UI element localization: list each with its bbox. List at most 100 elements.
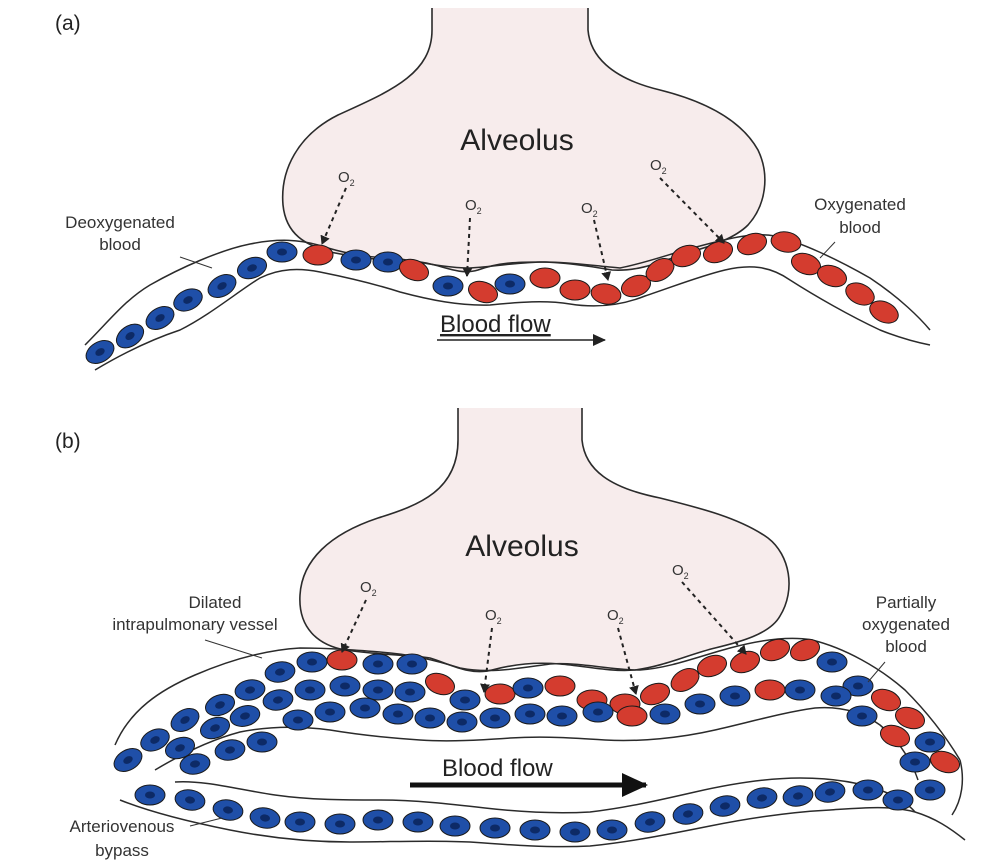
deoxygenated-blue-cell	[142, 302, 178, 334]
deoxygenated-blue-cell	[325, 814, 355, 834]
oxygenated-red-cell	[589, 282, 622, 307]
panel-a-label: (a)	[55, 12, 81, 35]
deoxygenated-blue-cell	[671, 802, 704, 827]
alveolus-b-label: Alveolus	[465, 530, 578, 563]
leader-line	[205, 640, 262, 658]
deoxygenated-blue-cell	[247, 732, 277, 752]
oxygenated-red-cell	[485, 684, 515, 704]
deoxygenated-blue-cell	[495, 274, 525, 294]
deoxygenated-blue-cell	[315, 702, 345, 722]
oxygenated-red-cell	[694, 651, 729, 680]
deoxygenated-blue-cell	[520, 820, 550, 840]
deoxygenated-blue-cell	[285, 812, 315, 832]
annotation-oxygenated-line2: blood	[839, 218, 881, 237]
deoxygenated-blue-cell	[821, 686, 851, 706]
deoxygenated-blue-cell	[350, 698, 380, 718]
deoxygenated-blue-cell	[583, 702, 613, 722]
deoxygenated-blue-cell	[785, 680, 815, 700]
deoxygenated-blue-cell	[197, 713, 232, 742]
alveolus-a-label: Alveolus	[460, 124, 573, 157]
deoxygenated-blue-cell	[233, 678, 266, 703]
deoxygenated-blue-cell	[341, 250, 371, 270]
deoxygenated-blue-cell	[513, 678, 543, 698]
oxygenated-red-cell	[734, 229, 769, 258]
oxygenated-red-cell	[769, 230, 802, 255]
deoxygenated-blue-cell	[204, 270, 240, 302]
deoxygenated-blue-cell	[363, 654, 393, 674]
annotation-dilated-line1: Dilated	[189, 593, 242, 612]
deoxygenated-blue-cell	[295, 680, 325, 700]
annotation-oxygenated-line1: Oxygenated	[814, 195, 906, 214]
blood-flow-label-b: Blood flow	[442, 755, 553, 782]
panel-b-label: (b)	[55, 430, 81, 453]
oxygenated-red-cell	[560, 280, 590, 300]
deoxygenated-blue-cell	[267, 242, 297, 262]
deoxygenated-blue-cell	[82, 336, 118, 368]
oxygenated-red-cell	[530, 268, 560, 288]
deoxygenated-blue-cell	[853, 780, 883, 800]
deoxygenated-blue-cell	[440, 816, 470, 836]
deoxygenated-blue-cell	[173, 788, 206, 813]
annotation-partially-line2: oxygenated	[862, 615, 950, 634]
annotation-partially-line1: Partially	[876, 593, 937, 612]
oxygenated-red-cell	[327, 650, 357, 670]
deoxygenated-blue-cell	[685, 694, 715, 714]
deoxygenated-blue-cell	[170, 285, 206, 316]
oxygenated-red-cell	[757, 635, 792, 664]
deoxygenated-blue-cell	[403, 812, 433, 832]
deoxygenated-blue-cell	[813, 780, 846, 805]
deoxygenated-blue-cell	[883, 790, 913, 810]
deoxygenated-blue-cell	[433, 276, 463, 296]
annotation-deoxygenated-line1: Deoxygenated	[65, 213, 175, 232]
deoxygenated-blue-cell	[383, 704, 413, 724]
deoxygenated-blue-cell	[560, 822, 590, 842]
deoxygenated-blue-cell	[363, 680, 393, 700]
annotation-deoxygenated-line2: blood	[99, 235, 141, 254]
deoxygenated-blue-cell	[297, 652, 327, 672]
deoxygenated-blue-cell	[110, 744, 146, 776]
deoxygenated-blue-cell	[283, 710, 313, 730]
deoxygenated-blue-cell	[515, 704, 545, 724]
annotation-bypass-line1: Arteriovenous	[70, 817, 175, 836]
oxygenated-red-cell	[617, 706, 647, 726]
deoxygenated-blue-cell	[745, 786, 778, 811]
deoxygenated-blue-cell	[447, 712, 477, 732]
oxygenated-red-cell	[545, 676, 575, 696]
oxygenated-red-cell	[755, 680, 785, 700]
deoxygenated-blue-cell	[847, 706, 877, 726]
deoxygenated-blue-cell	[397, 654, 427, 674]
deoxygenated-blue-cell	[720, 686, 750, 706]
deoxygenated-blue-cell	[480, 708, 510, 728]
deoxygenated-blue-cell	[633, 810, 666, 835]
annotation-bypass-line2: bypass	[95, 841, 149, 860]
deoxygenated-blue-cell	[330, 676, 360, 696]
deoxygenated-blue-cell	[781, 784, 814, 809]
panel-a: (a) Alveolus O2 O2 O2 O2 Deoxygenated bl…	[55, 8, 930, 370]
deoxygenated-blue-cell	[373, 252, 403, 272]
deoxygenated-blue-cell	[900, 752, 930, 772]
deoxygenated-blue-cell	[167, 704, 203, 736]
panel-b: (b) Alveolus O2 O2 O2 O2 Dilated intrapu…	[55, 408, 965, 860]
deoxygenated-blue-cell	[415, 708, 445, 728]
deoxygenated-blue-cell	[597, 820, 627, 840]
deoxygenated-blue-cell	[234, 253, 269, 282]
deoxygenated-blue-cell	[547, 706, 577, 726]
deoxygenated-blue-cell	[213, 738, 246, 763]
oxygenated-red-cell	[727, 647, 762, 676]
blood-flow-label-a: Blood flow	[440, 311, 551, 338]
deoxygenated-blue-cell	[480, 818, 510, 838]
oxygenated-red-cell	[303, 245, 333, 265]
annotation-dilated-line2: intrapulmonary vessel	[112, 615, 277, 634]
deoxygenated-blue-cell	[915, 732, 945, 752]
deoxygenated-blue-cell	[395, 682, 425, 702]
deoxygenated-blue-cell	[450, 690, 480, 710]
deoxygenated-blue-cell	[112, 319, 148, 353]
deoxygenated-blue-cell	[261, 688, 294, 713]
deoxygenated-blue-cell	[248, 806, 281, 831]
deoxygenated-blue-cell	[363, 810, 393, 830]
deoxygenated-blue-cell	[211, 798, 244, 823]
deoxygenated-blue-cell	[263, 660, 296, 685]
deoxygenated-blue-cell	[817, 652, 847, 672]
deoxygenated-blue-cell	[915, 780, 945, 800]
